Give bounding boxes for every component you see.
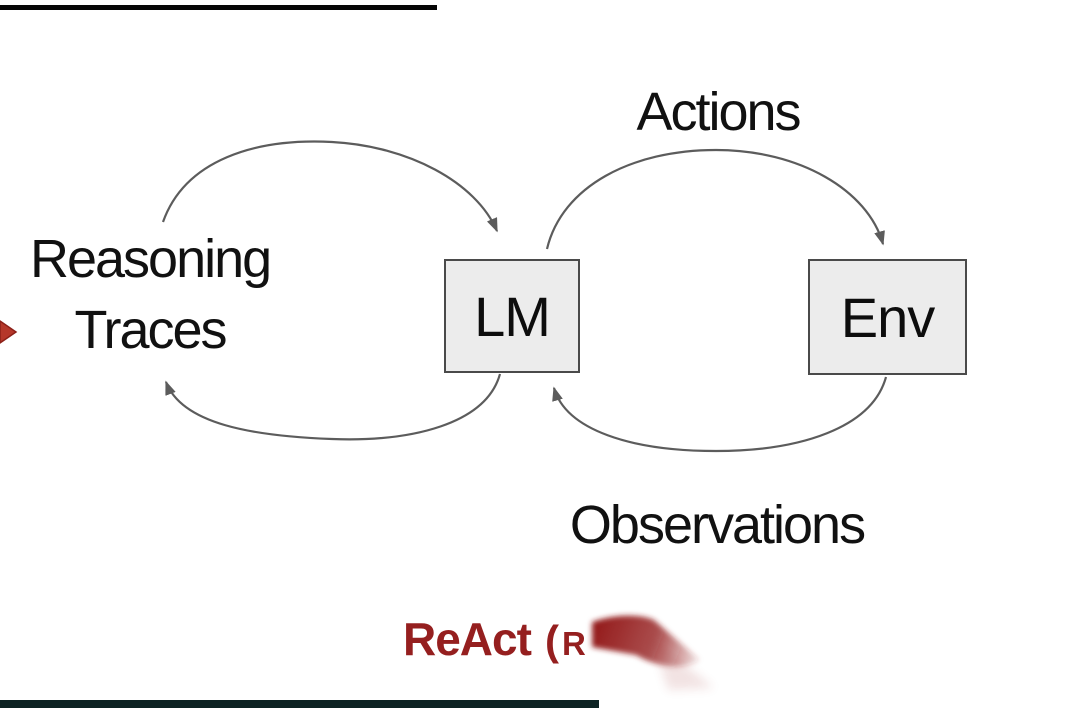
react-caption: ReAct ( R bbox=[403, 612, 586, 666]
top-edge-bar bbox=[0, 5, 437, 10]
edge-lm-to-reasoning bbox=[164, 373, 502, 441]
lm-node: LM bbox=[444, 259, 580, 373]
env-node: Env bbox=[808, 259, 967, 375]
right-arrow-icon bbox=[0, 320, 18, 344]
env-node-label: Env bbox=[840, 285, 935, 349]
bottom-progress-bar bbox=[0, 700, 599, 708]
edge-lm-to-env-actions bbox=[545, 148, 885, 250]
caption-wipe-smudge bbox=[592, 615, 714, 690]
actions-edge-label: Actions bbox=[636, 82, 801, 142]
edge-env-to-lm-observations bbox=[552, 376, 888, 453]
react-caption-word: ReAct bbox=[403, 613, 532, 665]
react-caption-paren: ( bbox=[544, 617, 559, 664]
reasoning-label-line1: Reasoning bbox=[30, 229, 272, 289]
lm-node-label: LM bbox=[474, 284, 551, 348]
reasoning-traces-label: Reasoning Traces bbox=[30, 224, 272, 366]
edge-reasoning-to-lm bbox=[161, 140, 499, 233]
reasoning-label-line2: Traces bbox=[74, 300, 227, 360]
observations-edge-label: Observations bbox=[569, 495, 866, 555]
react-caption-partial-letter: R bbox=[561, 625, 586, 662]
